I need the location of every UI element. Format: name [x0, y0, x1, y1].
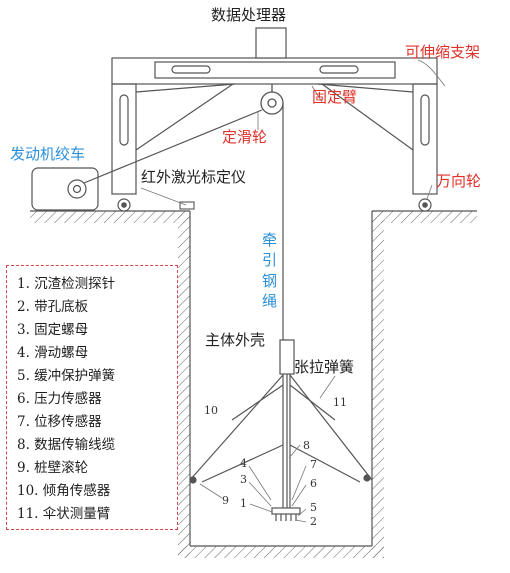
legend-item: 11. 伞状测量臂 — [17, 506, 111, 522]
legend-item: 6. 压力传感器 — [17, 391, 102, 407]
right-bracket — [317, 83, 438, 212]
pile-hole — [178, 211, 384, 558]
callout-number: 2 — [310, 515, 317, 528]
data-processor — [255, 27, 287, 59]
legend-item: 4. 滑动螺母 — [17, 345, 89, 361]
legend-item: 10. 倾角传感器 — [17, 483, 111, 499]
traction-cable — [282, 103, 287, 341]
legend-item: 9. 桩壁滚轮 — [17, 460, 89, 476]
callout-number: 4 — [240, 457, 247, 470]
telescopic-bracket-label: 可伸缩支架 — [405, 43, 481, 61]
traction-cable-label: 牵引钢绳 — [262, 231, 278, 310]
main-housing-label: 主体外壳 — [205, 331, 266, 349]
measuring-device — [189, 339, 373, 521]
legend-item: 8. 数据传输线缆 — [17, 437, 116, 453]
fixed-arm-label: 固定臂 — [312, 88, 358, 106]
fixed-pulley-label: 定滑轮 — [222, 128, 268, 146]
engine-winch-label: 发动机绞车 — [10, 145, 86, 163]
tension-spring-label: 张拉弹簧 — [294, 358, 355, 376]
left-bracket — [111, 83, 236, 212]
legend-item: 5. 缓冲保护弹簧 — [17, 368, 116, 384]
legend-item: 1. 沉渣检测探针 — [17, 276, 116, 292]
parts-legend: 1. 沉渣检测探针 2. 带孔底板 3. 固定螺母 4. 滑动螺母 5. 缓冲保… — [6, 265, 178, 530]
callout-number: 1 — [240, 497, 247, 510]
callout-number: 3 — [240, 473, 247, 486]
fixed-arm — [111, 57, 438, 85]
legend-item: 2. 带孔底板 — [17, 299, 89, 315]
callout-number: 8 — [303, 439, 310, 452]
callout-number: 5 — [310, 501, 317, 514]
ground — [30, 210, 477, 223]
callout-number: 11 — [333, 396, 347, 409]
infrared-laser-calibrator — [179, 201, 195, 210]
universal-wheel-label: 万向轮 — [436, 172, 482, 190]
legend-item: 7. 位移传感器 — [17, 414, 102, 430]
callout-number: 7 — [310, 458, 317, 471]
fixed-pulley — [260, 84, 284, 115]
processor-label: 数据处理器 — [211, 6, 287, 24]
leader-lines — [140, 59, 446, 523]
callout-number: 10 — [204, 404, 218, 417]
infrared-laser-label: 红外激光标定仪 — [141, 168, 247, 186]
callout-number: 9 — [222, 494, 229, 507]
legend-item: 3. 固定螺母 — [17, 322, 89, 338]
engine-winch — [31, 109, 263, 211]
callout-number: 6 — [310, 477, 317, 490]
